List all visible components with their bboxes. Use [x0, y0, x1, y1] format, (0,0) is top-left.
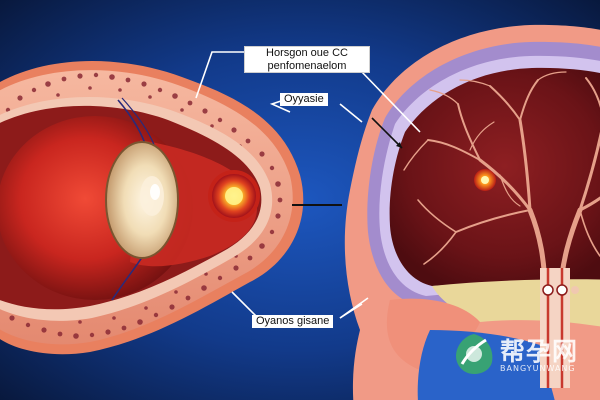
right-organ-structure: [344, 24, 600, 400]
watermark-english: BANGYUNWANG: [500, 364, 576, 373]
top-label-box: Horsgon oue CC penfomenaelom: [244, 46, 370, 74]
watermark: 帮孕网 BANGYUNWANG: [452, 330, 582, 380]
top-label-line2: penfomenaelom: [267, 59, 347, 72]
middle-label: Oyyasie: [280, 93, 328, 106]
connector-lines: [195, 51, 421, 319]
bottom-label: Oyanos gisane: [252, 315, 334, 328]
watermark-chinese: 帮孕网: [500, 337, 579, 366]
top-label-line1: Horsgon oue CC: [266, 47, 348, 59]
leaf-logo-icon: [456, 334, 493, 374]
left-tissue-structure: [0, 60, 304, 355]
